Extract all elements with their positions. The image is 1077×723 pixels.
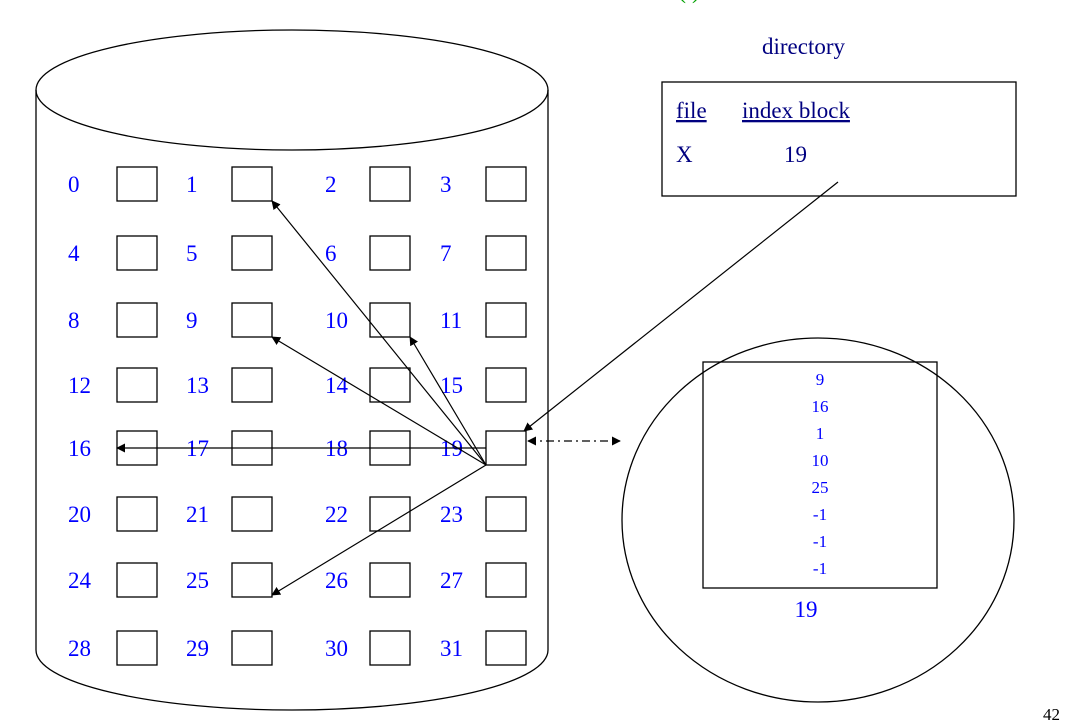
disk-block-14: [369, 367, 411, 403]
block-number-23: 23: [440, 502, 463, 527]
block-number-29: 29: [186, 636, 209, 661]
block-number-15: 15: [440, 373, 463, 398]
disk-block-26: [369, 562, 411, 598]
directory-title: directory: [762, 34, 846, 59]
directory-entry-file: X: [676, 142, 693, 167]
index-entry-2: 1: [816, 424, 825, 443]
disk-block-6: [369, 235, 411, 271]
index-entry-4: 25: [812, 478, 829, 497]
pointer-arrow-to-10: [409, 336, 487, 466]
block-number-27: 27: [440, 568, 463, 593]
disk-block-11: [485, 302, 527, 338]
disk-block-12: [116, 367, 158, 403]
disk-block-23: [485, 496, 527, 532]
directory-box: [661, 81, 1017, 197]
disk-block-25: [231, 562, 273, 598]
disk-block-31: [485, 630, 527, 666]
pointer-arrow-to-9: [271, 336, 487, 466]
block-number-2: 2: [325, 172, 337, 197]
page-number: 42: [1043, 705, 1060, 723]
block-number-28: 28: [68, 636, 91, 661]
index-entry-5: -1: [813, 505, 827, 524]
index-block-zoom: 9 16 1 10 25 -1 -1 -1 19: [621, 337, 1015, 703]
disk-block-27: [485, 562, 527, 598]
pointer-arrow-to-25: [271, 464, 487, 596]
block-number-22: 22: [325, 502, 348, 527]
disk-cylinder: [35, 29, 549, 711]
disk-block-28: [116, 630, 158, 666]
header-partial-title: ( ): [678, 0, 700, 4]
disk-block-7: [485, 235, 527, 271]
block-number-7: 7: [440, 241, 452, 266]
index-block-label: 19: [795, 597, 818, 622]
disk-block-19: [485, 430, 527, 466]
block-number-20: 20: [68, 502, 91, 527]
index-entry-6: -1: [813, 532, 827, 551]
block-number-9: 9: [186, 308, 198, 333]
disk-block-1: [231, 166, 273, 202]
disk-block-5: [231, 235, 273, 271]
block-number-25: 25: [186, 568, 209, 593]
disk-block-9: [231, 302, 273, 338]
disk-block-15: [485, 367, 527, 403]
index-block-entries: 9 16 1 10 25 -1 -1 -1: [812, 370, 829, 578]
directory-col-file: file: [676, 98, 707, 123]
block-number-24: 24: [68, 568, 92, 593]
disk-block-3: [485, 166, 527, 202]
block-number-11: 11: [440, 308, 462, 333]
index-entry-1: 16: [812, 397, 829, 416]
disk-block-22: [369, 496, 411, 532]
disk-block-21: [231, 496, 273, 532]
index-entry-7: -1: [813, 559, 827, 578]
disk-block-4: [116, 235, 158, 271]
block-number-0: 0: [68, 172, 80, 197]
index-entry-3: 10: [812, 451, 829, 470]
block-number-31: 31: [440, 636, 463, 661]
block-number-4: 4: [68, 241, 80, 266]
block-number-26: 26: [325, 568, 348, 593]
block-number-8: 8: [68, 308, 80, 333]
disk-block-20: [116, 496, 158, 532]
pointer-arrow-to-1: [271, 200, 487, 466]
disk-block-24: [116, 562, 158, 598]
disk-block-29: [231, 630, 273, 666]
block-number-3: 3: [440, 172, 452, 197]
disk-block-13: [231, 367, 273, 403]
block-number-12: 12: [68, 373, 91, 398]
block-number-21: 21: [186, 502, 209, 527]
index-entry-0: 9: [816, 370, 825, 389]
disk-block-30: [369, 630, 411, 666]
zoom-circle: [621, 337, 1015, 703]
block-number-5: 5: [186, 241, 198, 266]
disk-body: [35, 90, 549, 711]
block-number-30: 30: [325, 636, 348, 661]
block-number-13: 13: [186, 373, 209, 398]
index-block-box: [702, 361, 938, 589]
pointer-arrows: [116, 181, 839, 596]
block-number-10: 10: [325, 308, 348, 333]
disk-top: [35, 29, 549, 151]
disk-block-8: [116, 302, 158, 338]
block-number-6: 6: [325, 241, 337, 266]
block-number-1: 1: [186, 172, 198, 197]
block-number-14: 14: [325, 373, 349, 398]
disk-block-2: [369, 166, 411, 202]
disk-block-0: [116, 166, 158, 202]
directory-entry-index: 19: [784, 142, 807, 167]
directory-col-index-block: index block: [742, 98, 850, 123]
directory-table: directory file index block X 19: [661, 34, 1017, 197]
block-number-16: 16: [68, 436, 91, 461]
disk-block-10: [369, 302, 411, 338]
directory-to-index-arrow: [523, 181, 839, 432]
